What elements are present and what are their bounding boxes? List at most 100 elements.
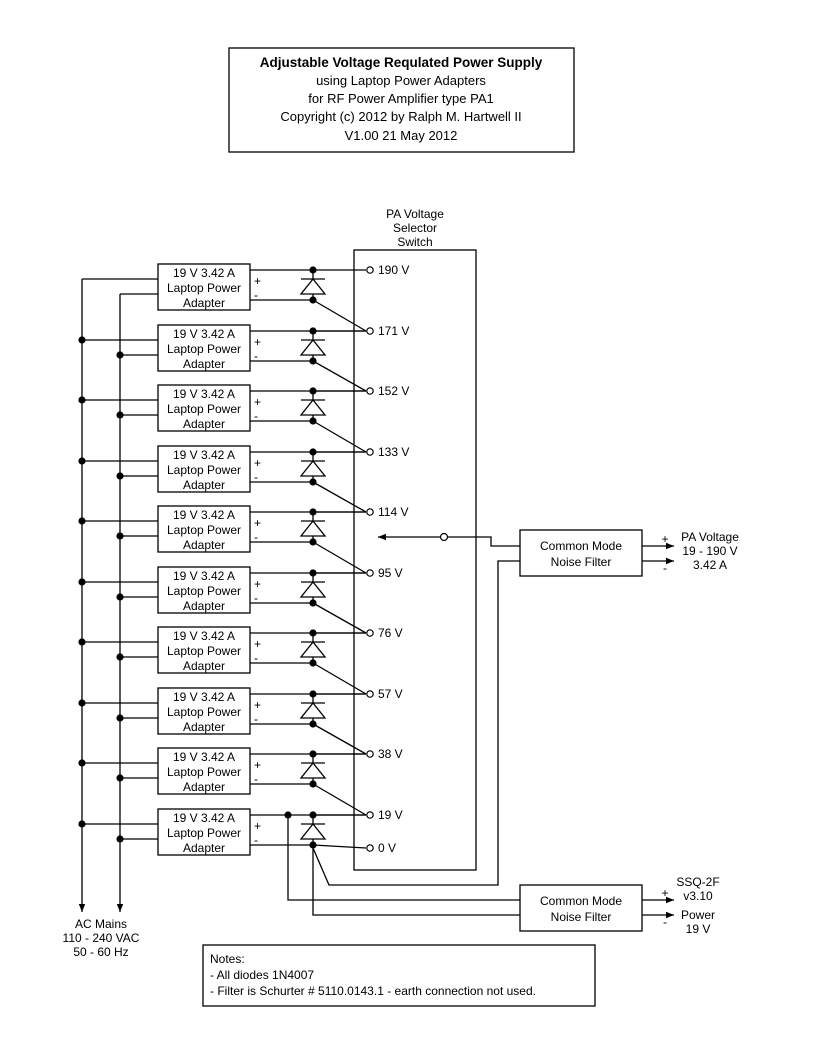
mains-a-junction-1 [78, 336, 86, 344]
diode-2 [299, 398, 327, 416]
mains-b-junction-3 [116, 472, 124, 480]
adapter-box-4 [157, 505, 251, 553]
switch-tap-6 [366, 629, 374, 637]
switch-tap-7 [366, 690, 374, 698]
switch-tap-10 [366, 844, 374, 852]
switch-tap-9 [366, 811, 374, 819]
adapter-rating-5: 19 V 3.42 A [173, 569, 235, 583]
adapter-minus-2: - [254, 409, 258, 423]
adapter-word-6: Adapter [183, 659, 225, 673]
mains-a-junction-8 [78, 759, 86, 767]
adapter-rating-7: 19 V 3.42 A [173, 690, 235, 704]
tap-label-10: 0 V [378, 841, 396, 855]
diode-4 [299, 519, 327, 537]
diode-7 [299, 701, 327, 719]
selector-switch-box [353, 249, 477, 871]
wiper-to-filter-wire [448, 536, 520, 547]
adapter-type-7: Laptop Power [167, 705, 241, 719]
series-link-3 [312, 481, 367, 513]
ssq-filter-label-2: Noise Filter [551, 910, 612, 924]
adapter-word-5: Adapter [183, 599, 225, 613]
adapter-rating-6: 19 V 3.42 A [173, 629, 235, 643]
adapter-word-2: Adapter [183, 417, 225, 431]
mains-a-junction-6 [78, 638, 86, 646]
mains-b-junction-7 [116, 714, 124, 722]
series-link-4 [312, 541, 367, 574]
adapter-plus-3: + [254, 456, 261, 470]
switch-tap-2 [366, 387, 374, 395]
diode-5 [299, 580, 327, 598]
adapter-type-3: Laptop Power [167, 463, 241, 477]
pa-filter-label-2: Noise Filter [551, 555, 612, 569]
mains-b-junction-1 [116, 351, 124, 359]
adapter-rating-3: 19 V 3.42 A [173, 448, 235, 462]
mains-a-junction-5 [78, 578, 86, 586]
switch-tap-1 [366, 327, 374, 335]
notes-line-2: - Filter is Schurter # 5110.0143.1 - ear… [210, 984, 536, 998]
pa-output-section: Common Mode Noise Filter + - PA Voltage … [312, 529, 739, 886]
adapter-type-9: Laptop Power [167, 826, 241, 840]
pa-noise-filter [519, 529, 643, 577]
adapter-plus-7: + [254, 698, 261, 712]
tap-label-8: 38 V [378, 747, 403, 761]
series-link-8 [312, 783, 367, 816]
title-copyright: Copyright (c) 2012 by Ralph M. Hartwell … [280, 109, 521, 124]
adapter-plus-2: + [254, 395, 261, 409]
pa-output-label-1: PA Voltage [681, 530, 739, 544]
pa-negative-return-wire [312, 560, 520, 886]
tap-label-0: 190 V [378, 263, 409, 277]
adapter-minus-4: - [254, 530, 258, 544]
adapter-box-9 [157, 808, 251, 856]
selector-label-3: Switch [397, 235, 432, 249]
adapter-box-1 [157, 324, 251, 372]
tap-label-2: 152 V [378, 384, 409, 398]
ssq-label-2: v3.10 [683, 889, 713, 903]
selector-label-1: PA Voltage [386, 207, 444, 221]
adapter-word-8: Adapter [183, 780, 225, 794]
adapter-type-2: Laptop Power [167, 402, 241, 416]
series-link-2 [312, 420, 367, 453]
series-link-0 [312, 299, 367, 332]
tap-label-7: 57 V [378, 687, 403, 701]
tap-label-9: 19 V [378, 808, 403, 822]
adapter-rating-8: 19 V 3.42 A [173, 750, 235, 764]
ssq-negative-input-wire [312, 848, 520, 916]
pa-plus-sign: + [661, 532, 668, 546]
pa-output-label-3: 3.42 A [693, 558, 727, 572]
ssq-minus-sign: - [663, 915, 667, 929]
ssq-output-section: Common Mode Noise Filter + - SSQ-2F v3.1… [287, 818, 720, 936]
ssq-positive-input-wire [287, 818, 520, 901]
mains-a-junction-4 [78, 517, 86, 525]
adapter-minus-7: - [254, 712, 258, 726]
mains-b-junction-4 [116, 532, 124, 540]
adapter-box-3 [157, 445, 251, 493]
adapter-minus-1: - [254, 349, 258, 363]
adapter-minus-5: - [254, 591, 258, 605]
notes-line-1: - All diodes 1N4007 [210, 968, 314, 982]
adapter-box-0 [157, 263, 251, 311]
diode-6 [299, 640, 327, 658]
mains-label-3: 50 - 60 Hz [73, 945, 128, 959]
adapter-rating-1: 19 V 3.42 A [173, 327, 235, 341]
switch-tap-3 [366, 448, 374, 456]
notes-heading: Notes: [210, 952, 245, 966]
mains-label-1: AC Mains [75, 917, 127, 931]
pa-filter-label-1: Common Mode [540, 539, 622, 553]
ssq-label-3: Power [681, 908, 715, 922]
ground-link [312, 844, 367, 849]
ssq-plus-sign: + [661, 886, 668, 900]
title-heading: Adjustable Voltage Requlated Power Suppl… [260, 55, 543, 70]
adapter-plus-6: + [254, 637, 261, 651]
adapter-type-1: Laptop Power [167, 342, 241, 356]
title-box [228, 47, 575, 153]
mains-a-junction-2 [78, 396, 86, 404]
ssq-filter-label-1: Common Mode [540, 894, 622, 908]
pa-minus-sign: - [663, 561, 667, 575]
switch-tap-4 [366, 508, 374, 516]
adapter-rating-0: 19 V 3.42 A [173, 266, 235, 280]
mains-junctions [78, 336, 158, 843]
adapter-plus-4: + [254, 516, 261, 530]
adapter-rating-2: 19 V 3.42 A [173, 387, 235, 401]
title-subtitle: using Laptop Power Adapters [316, 73, 486, 88]
